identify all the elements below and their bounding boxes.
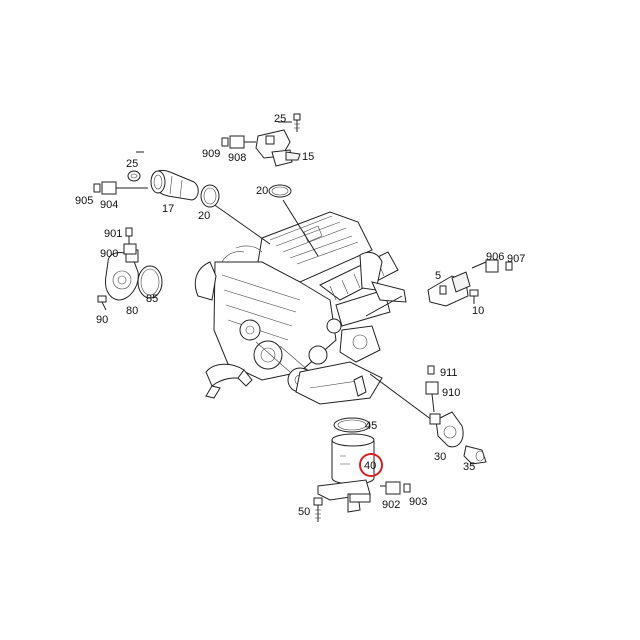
callout-20-top[interactable]: 20 xyxy=(256,185,268,197)
part-30-sensor[interactable] xyxy=(429,411,464,448)
callout-40[interactable]: 40 xyxy=(364,460,376,472)
callout-901[interactable]: 901 xyxy=(104,228,122,240)
part-25-bolt-top[interactable] xyxy=(293,113,301,132)
callout-907[interactable]: 907 xyxy=(507,253,525,265)
part-35-plug[interactable] xyxy=(463,445,487,465)
highlight-circle xyxy=(359,453,383,477)
part-902-connector[interactable] xyxy=(385,481,401,495)
part-908-connector[interactable] xyxy=(229,135,256,149)
part-907-pin[interactable] xyxy=(505,261,513,271)
callout-903[interactable]: 903 xyxy=(409,496,427,508)
callout-5[interactable]: 5 xyxy=(435,270,441,282)
callout-90[interactable]: 90 xyxy=(96,314,108,326)
callout-85[interactable]: 85 xyxy=(146,293,158,305)
part-911-pin[interactable] xyxy=(427,365,435,375)
part-15-camshaft-sensor[interactable] xyxy=(255,129,301,167)
callout-910[interactable]: 910 xyxy=(442,387,460,399)
callout-45[interactable]: 45 xyxy=(365,420,377,432)
callout-50[interactable]: 50 xyxy=(298,506,310,518)
callout-20-left[interactable]: 20 xyxy=(198,210,210,222)
part-20-oring-left[interactable] xyxy=(200,184,220,208)
part-900-connector[interactable] xyxy=(123,243,137,255)
callout-15[interactable]: 15 xyxy=(302,151,314,163)
part-85-ring[interactable] xyxy=(137,265,163,299)
callout-905[interactable]: 905 xyxy=(75,195,93,207)
callout-25-left[interactable]: 25 xyxy=(126,158,138,170)
part-906-connector[interactable] xyxy=(485,259,499,273)
callout-904[interactable]: 904 xyxy=(100,199,118,211)
engine-illustration xyxy=(194,211,407,405)
callout-labels: 25 909 908 15 20 25 905 904 17 20 901 90… xyxy=(75,113,525,518)
callout-10[interactable]: 10 xyxy=(472,305,484,317)
callout-906[interactable]: 906 xyxy=(486,251,504,263)
part-909-connector-pin[interactable] xyxy=(221,137,229,147)
part-901-pin[interactable] xyxy=(125,227,133,244)
part-20-oring-top[interactable] xyxy=(268,184,292,198)
callout-17[interactable]: 17 xyxy=(162,203,174,215)
callout-900[interactable]: 900 xyxy=(100,248,118,260)
callout-25-top[interactable]: 25 xyxy=(274,113,286,125)
callout-30[interactable]: 30 xyxy=(434,451,446,463)
part-910-connector[interactable] xyxy=(425,381,439,413)
leader-lines xyxy=(112,121,487,487)
part-25-nut-left[interactable] xyxy=(127,170,141,182)
callout-909[interactable]: 909 xyxy=(202,148,220,160)
part-5-sensor[interactable] xyxy=(427,271,471,307)
part-45-oring[interactable] xyxy=(333,417,371,433)
callout-80[interactable]: 80 xyxy=(126,305,138,317)
callout-902[interactable]: 902 xyxy=(382,499,400,511)
part-903-pin[interactable] xyxy=(403,483,411,493)
part-905-pin[interactable] xyxy=(93,183,101,193)
callout-911[interactable]: 911 xyxy=(440,367,458,379)
part-904-connector[interactable] xyxy=(101,181,148,195)
part-90-bolt-left[interactable] xyxy=(97,295,107,311)
part-40-oil-level-sensor[interactable] xyxy=(317,433,375,513)
callout-35[interactable]: 35 xyxy=(463,461,475,473)
part-10-bolt-right[interactable] xyxy=(469,289,479,304)
part-17-housing[interactable] xyxy=(150,169,199,201)
callout-908[interactable]: 908 xyxy=(228,152,246,164)
part-50-bolt-bottom[interactable] xyxy=(313,497,323,522)
